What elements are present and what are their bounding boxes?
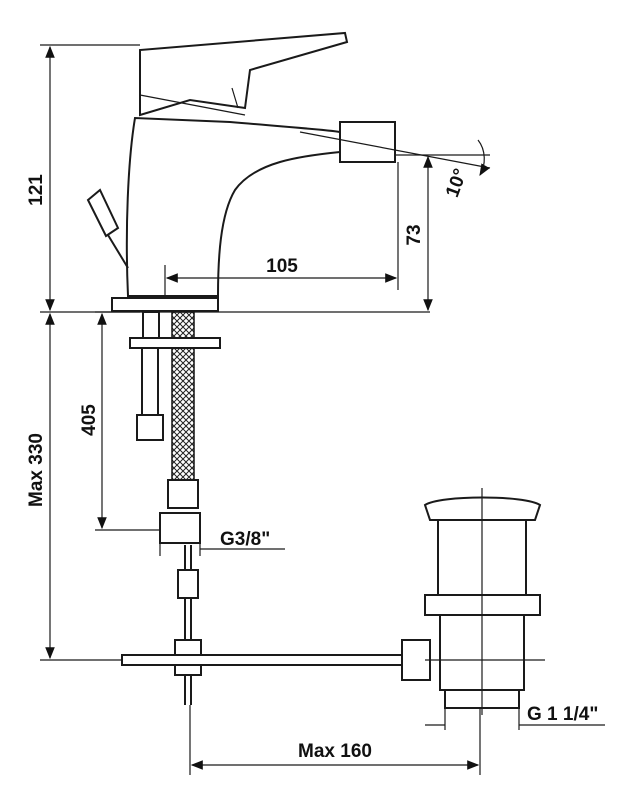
- horizontal-rod: [121, 654, 403, 666]
- hose-connector: [159, 512, 201, 544]
- supply-hoses: [121, 311, 403, 705]
- aerator-nozzle: [339, 121, 396, 163]
- faucet-body: [86, 31, 396, 312]
- popup-knob: [86, 188, 120, 238]
- label-drain-thread: G 1 1/4": [527, 704, 598, 725]
- faucet-spout: [125, 116, 341, 297]
- label-hose-thread: G3/8": [220, 529, 270, 550]
- label-hose-length: 405: [79, 404, 100, 436]
- label-spout-height: 73: [404, 224, 425, 245]
- lever-handle: [139, 31, 349, 117]
- label-spout-reach: 105: [266, 256, 298, 277]
- label-height-total: 121: [26, 174, 47, 206]
- label-spout-angle: 10°: [442, 166, 472, 200]
- label-max-rod-length: Max 160: [298, 741, 372, 762]
- dimension-lines: [40, 44, 605, 775]
- label-max-rod-depth: Max 330: [26, 433, 47, 507]
- base-plate: [111, 297, 219, 312]
- drain-valve: [401, 488, 545, 715]
